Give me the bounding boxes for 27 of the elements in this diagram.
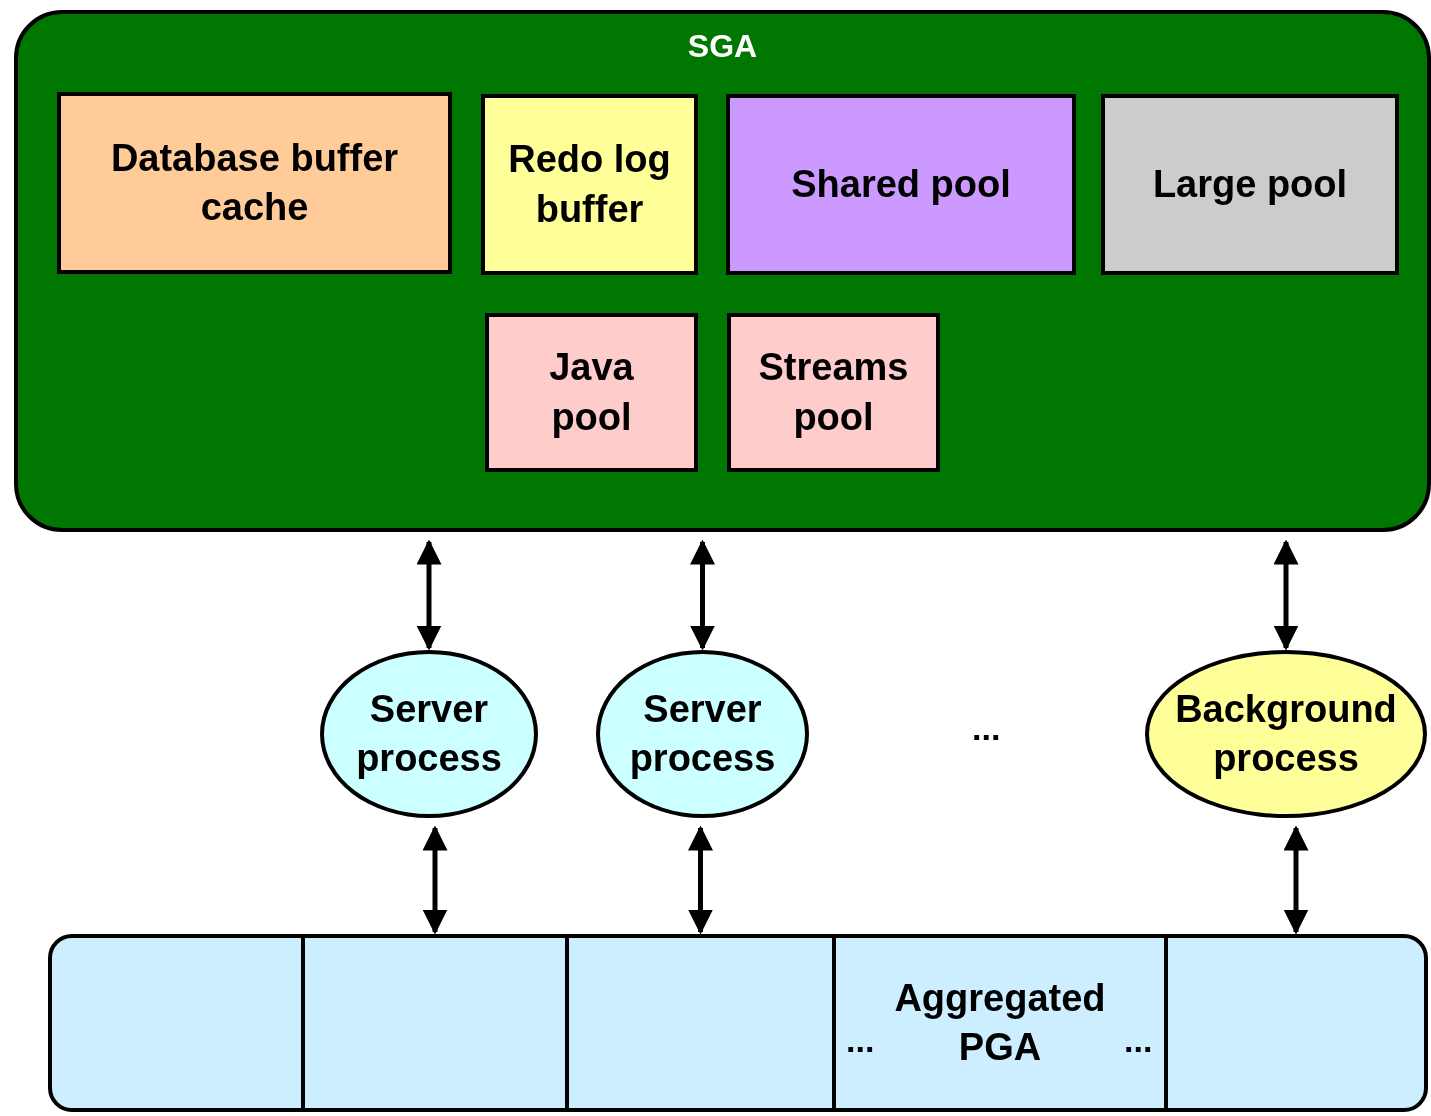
memory-box: [727, 313, 940, 472]
double-arrow: [688, 825, 713, 935]
node-label: Database buffer cache: [109, 135, 400, 230]
node-label: Aggregated PGA: [893, 975, 1107, 1070]
node-label: Java pool: [548, 345, 635, 440]
double-arrow: [422, 825, 448, 935]
node-label: Shared pool: [791, 161, 1011, 207]
ellipsis-label: ...: [846, 1030, 875, 1050]
memory-box: [1101, 94, 1399, 275]
node-label: Redo log buffer: [507, 137, 672, 232]
memory-box: [726, 94, 1076, 275]
double-arrow: [416, 539, 442, 651]
ellipsis-label: ...: [1124, 1030, 1153, 1050]
node-label: Server process: [628, 686, 777, 781]
node-label: Background process: [1174, 686, 1398, 781]
memory-box: [57, 92, 452, 274]
memory-box: [485, 313, 698, 472]
region-title: SGA: [686, 28, 759, 65]
node-label: Streams pool: [757, 345, 910, 440]
double-arrow: [1273, 539, 1299, 651]
memory-box: [481, 94, 698, 275]
double-arrow: [690, 539, 715, 651]
node-label: Large pool: [1152, 161, 1348, 207]
ellipsis-label: ...: [972, 718, 1001, 738]
memory-region: [14, 10, 1431, 532]
node-label: Server process: [355, 686, 503, 781]
double-arrow: [1283, 825, 1309, 935]
